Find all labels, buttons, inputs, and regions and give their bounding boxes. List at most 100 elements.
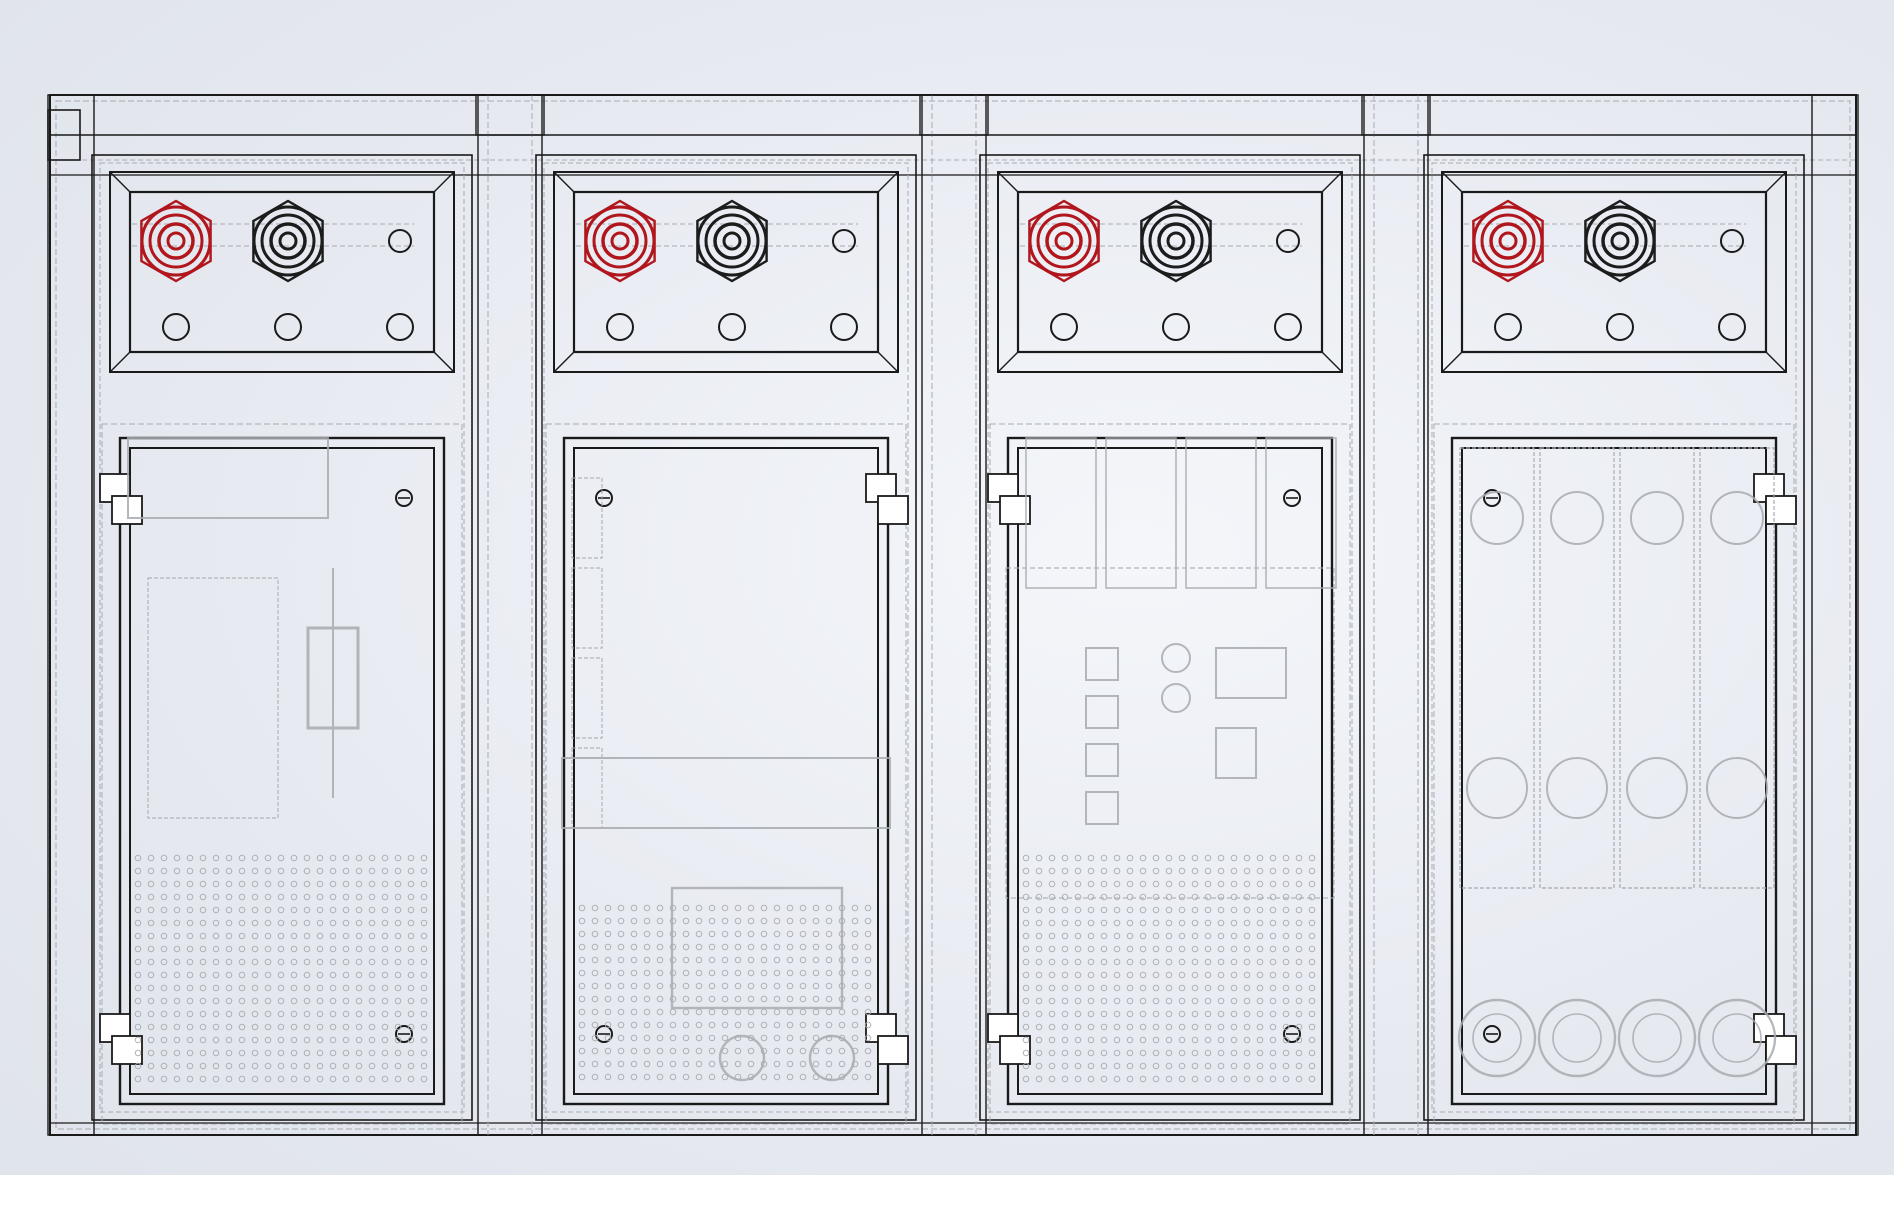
perforation-hole	[1178, 932, 1186, 940]
perforation-hole	[394, 997, 402, 1005]
perforation-hole	[1191, 1010, 1199, 1018]
perforation-hole	[1139, 854, 1147, 862]
perforation-hole	[407, 1062, 415, 1070]
perforation-hole	[669, 917, 677, 925]
perforation-hole	[1035, 932, 1043, 940]
perforation-hole	[420, 1023, 428, 1031]
perforation-hole	[1282, 997, 1290, 1005]
perforation-hole	[251, 854, 259, 862]
perforation-hole	[812, 1034, 820, 1042]
sub-board	[127, 437, 329, 519]
perforation-hole	[1269, 1023, 1277, 1031]
perforation-hole	[368, 880, 376, 888]
perforation-hole	[1256, 867, 1264, 875]
perforation-hole	[812, 917, 820, 925]
perforation-hole	[316, 1023, 324, 1031]
perforation-hole	[1100, 1049, 1108, 1057]
perforation-hole	[186, 958, 194, 966]
perforation-hole	[316, 997, 324, 1005]
perforation-hole	[1035, 958, 1043, 966]
perforation-hole	[1282, 880, 1290, 888]
potentiometer-icon	[1630, 491, 1684, 545]
perforation-hole	[1087, 984, 1095, 992]
perforation-hole	[1126, 958, 1134, 966]
terminal-ring	[1157, 222, 1195, 260]
terminal-core	[610, 231, 630, 251]
perforation-hole	[630, 904, 638, 912]
perforation-hole	[329, 1036, 337, 1044]
perforation-hole	[591, 1008, 599, 1016]
perforation-hole	[329, 1010, 337, 1018]
perforation-hole	[342, 854, 350, 862]
perforation-hole	[1256, 893, 1264, 901]
perforation-hole	[290, 971, 298, 979]
perforation-hole	[277, 971, 285, 979]
perforation-hole	[1139, 997, 1147, 1005]
perforation-hole	[186, 1036, 194, 1044]
perforation-hole	[747, 930, 755, 938]
perforation-hole	[329, 997, 337, 1005]
perforation-hole	[1295, 1036, 1303, 1044]
perforation-hole	[825, 917, 833, 925]
perforation-hole	[1308, 984, 1316, 992]
perforation-hole	[1061, 906, 1069, 914]
perforation-hole	[1035, 906, 1043, 914]
perforation-hole	[199, 1036, 207, 1044]
perforation-hole	[394, 1075, 402, 1083]
perforation-hole	[1269, 906, 1277, 914]
perforation-hole	[1217, 893, 1225, 901]
perforation-hole	[381, 880, 389, 888]
ic-package	[1215, 647, 1287, 699]
perforation-hole	[1295, 906, 1303, 914]
perforation-hole	[303, 971, 311, 979]
perforation-hole	[225, 1075, 233, 1083]
perforation-hole	[747, 956, 755, 964]
perforation-hole	[264, 1075, 272, 1083]
perforation-hole	[1256, 1036, 1264, 1044]
perforation-hole	[1113, 958, 1121, 966]
module-panels	[91, 154, 1805, 1125]
perforation-hole	[238, 854, 246, 862]
perforation-hole	[238, 1036, 246, 1044]
perforation-hole	[591, 982, 599, 990]
perforation-hole	[238, 880, 246, 888]
perforation-hole	[682, 904, 690, 912]
perforation-hole	[225, 854, 233, 862]
perforation-hole	[186, 1062, 194, 1070]
perforation-hole	[630, 1034, 638, 1042]
terminal-ring	[1140, 205, 1212, 277]
perforation-hole	[1204, 1049, 1212, 1057]
perforation-hole	[773, 1073, 781, 1081]
perforation-hole	[1126, 932, 1134, 940]
perforation-hole	[368, 1049, 376, 1057]
perforation-hole	[355, 893, 363, 901]
perforation-hole	[682, 917, 690, 925]
perforation-hole	[1165, 971, 1173, 979]
terminal-ring	[252, 205, 324, 277]
perforation-hole	[643, 969, 651, 977]
perforation-hole	[199, 880, 207, 888]
perforation-hole	[394, 945, 402, 953]
perforation-hole	[173, 1062, 181, 1070]
perforation-hole	[134, 984, 142, 992]
perforation-hole	[1165, 984, 1173, 992]
perforation-hole	[303, 893, 311, 901]
perforation-hole	[708, 995, 716, 1003]
perforation-hole	[669, 982, 677, 990]
perforation-hole	[264, 1049, 272, 1057]
perforation-hole	[721, 1073, 729, 1081]
perforation-hole	[578, 1073, 586, 1081]
perforation-hole	[407, 1023, 415, 1031]
perforation-hole	[1022, 1036, 1030, 1044]
perforation-hole	[251, 1023, 259, 1031]
perforation-hole	[1139, 919, 1147, 927]
mount-hole-icon	[1050, 313, 1078, 341]
perforation-hole	[199, 1023, 207, 1031]
perforation-hole	[838, 982, 846, 990]
perforation-hole	[355, 1075, 363, 1083]
perforation-hole	[1269, 984, 1277, 992]
perforation-hole	[682, 943, 690, 951]
mount-hole-icon	[1494, 313, 1522, 341]
perforation-hole	[773, 917, 781, 925]
